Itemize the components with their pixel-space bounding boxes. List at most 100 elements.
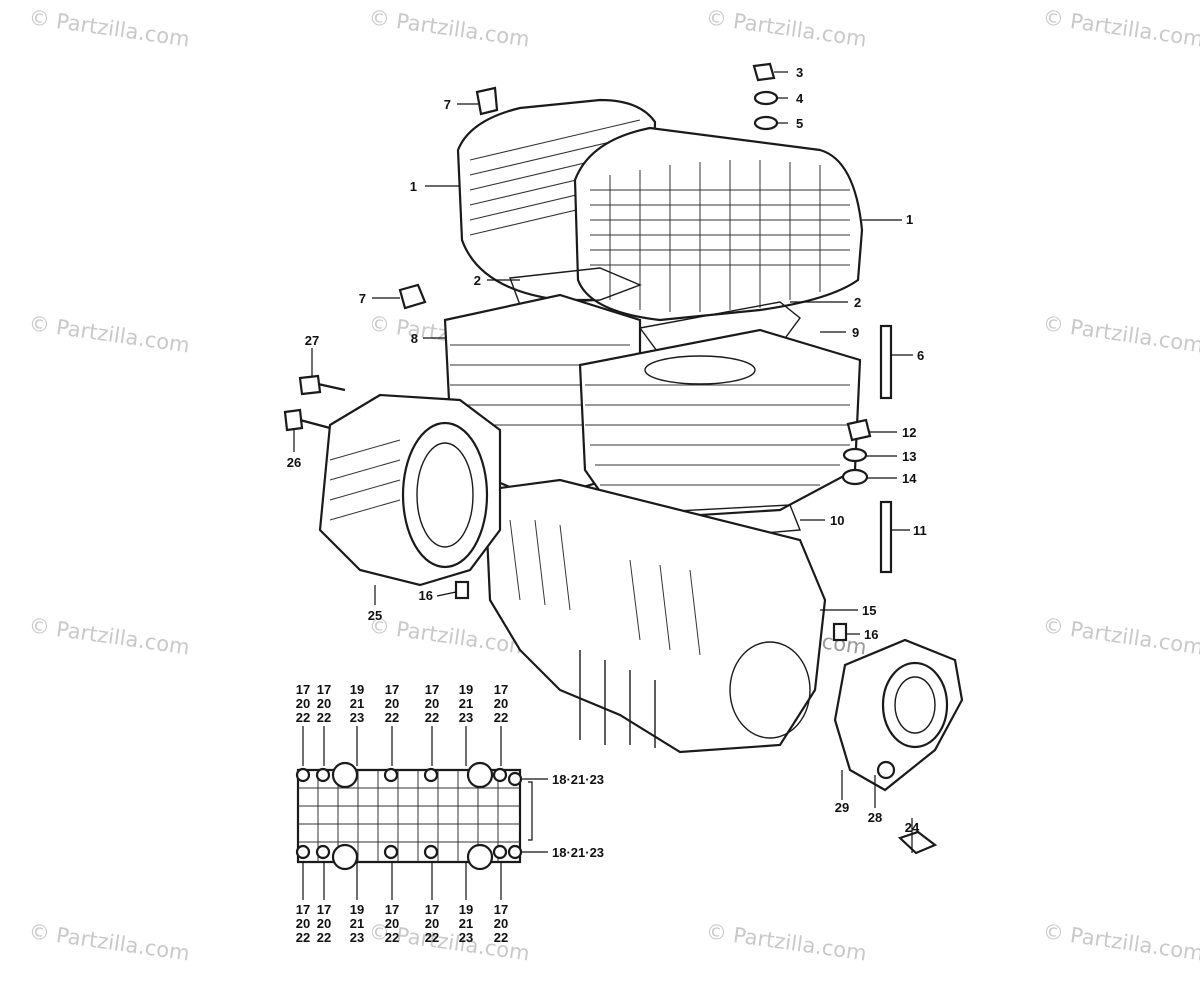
- bolt-callout-number: 17: [494, 682, 508, 697]
- washer-5: [753, 115, 779, 131]
- watermark: © Partzilla.com: [1041, 919, 1200, 965]
- callout-label: 4: [796, 91, 804, 106]
- bolt-callout-number: 22: [317, 930, 331, 945]
- callout-label: 5: [796, 116, 803, 131]
- plug-cap-7: [475, 86, 499, 116]
- bolt-callout-number: 22: [494, 710, 508, 725]
- callout-label: 7: [359, 291, 366, 306]
- bolt-callout-number: 21: [459, 916, 473, 931]
- callout-label: 11: [913, 523, 927, 538]
- bolt-callout-number: 22: [317, 710, 331, 725]
- watermark: © Partzilla.com: [1041, 311, 1200, 357]
- bolt-callout-number: 22: [425, 930, 439, 945]
- bolt-26: [283, 408, 331, 432]
- callout-label: 26: [287, 455, 301, 470]
- bolt-callout-number: 17: [385, 682, 399, 697]
- nut-12: [846, 418, 872, 442]
- watermark: © Partzilla.com: [1041, 5, 1200, 51]
- bolt-callout-groups: 1720221720221921231720221720221921231720…: [296, 682, 508, 945]
- callout-label: 18·21·23: [552, 845, 604, 860]
- callout-label: 28: [868, 810, 882, 825]
- bolt-callout-number: 22: [296, 710, 310, 725]
- bolt-callout-number: 20: [494, 916, 508, 931]
- watermark: © Partzilla.com: [704, 919, 868, 965]
- bolt-callout-number: 19: [350, 682, 364, 697]
- bolt-callout-number: 23: [350, 930, 364, 945]
- crankcase-bolt-pattern: [295, 761, 533, 871]
- callout-label: 8: [411, 331, 418, 346]
- callout-label: 25: [368, 608, 382, 623]
- watermark: © Partzilla.com: [704, 5, 868, 51]
- screw-28: [876, 760, 896, 780]
- bolt-callout-number: 23: [350, 710, 364, 725]
- bolt-callout-number: 20: [494, 696, 508, 711]
- bolt-callout-number: 22: [494, 930, 508, 945]
- bolt-callout-number: 17: [317, 902, 331, 917]
- callout-label: 12: [902, 425, 916, 440]
- watermark: © Partzilla.com: [27, 311, 191, 357]
- bolt-callout-number: 20: [425, 696, 439, 711]
- watermark: © Partzilla.com: [1041, 613, 1200, 659]
- washer-14: [841, 468, 869, 486]
- callout-label: 13: [902, 449, 916, 464]
- crankcase: [483, 478, 827, 754]
- leader-lines: [293, 71, 913, 853]
- bolt-callout-number: 17: [317, 682, 331, 697]
- fan-housing: [318, 393, 502, 587]
- callout-label: 14: [902, 471, 917, 486]
- bolt-callout-number: 23: [459, 930, 473, 945]
- side-cover-plate: [833, 638, 964, 792]
- callout-label: 3: [796, 65, 803, 80]
- callout-label: 1: [906, 212, 913, 227]
- bolt-callout-number: 17: [296, 682, 310, 697]
- bolt-callout-number: 20: [296, 916, 310, 931]
- callout-label: 7: [444, 97, 451, 112]
- head-gasket-left: [509, 267, 642, 306]
- bolt-callout-number: 17: [385, 902, 399, 917]
- cylinder-right: [578, 328, 862, 522]
- bolt-callout-number: 17: [425, 902, 439, 917]
- stud-bolt-6: [879, 324, 893, 400]
- bolt-callout-number: 20: [385, 696, 399, 711]
- bolt-callout-number: 17: [494, 902, 508, 917]
- lock-washer-4: [753, 90, 779, 106]
- callout-label: 9: [852, 325, 859, 340]
- watermark: © Partzilla.com: [27, 613, 191, 659]
- bolt-callout-number: 20: [425, 916, 439, 931]
- bolt-callout-number: 21: [459, 696, 473, 711]
- bolt-callout-number: 23: [459, 710, 473, 725]
- plug-cap-7b: [398, 283, 427, 310]
- bolt-callout-number: 20: [385, 916, 399, 931]
- cylinder-head-right: [573, 126, 864, 322]
- bolt-callout-number: 21: [350, 916, 364, 931]
- lock-washer-13: [842, 447, 868, 463]
- bolt-callout-number: 21: [350, 696, 364, 711]
- callout-label: 6: [917, 348, 924, 363]
- callout-label: 24: [905, 820, 920, 835]
- nut-3: [752, 62, 776, 82]
- bolt-callout-number: 19: [350, 902, 364, 917]
- bolt-callout-number: 22: [296, 930, 310, 945]
- callout-label: 18·21·23: [552, 772, 604, 787]
- callout-label: 15: [862, 603, 876, 618]
- callout-label: 1: [410, 179, 417, 194]
- bolt-callout-number: 17: [296, 902, 310, 917]
- callout-label: 10: [830, 513, 844, 528]
- callout-labels: 1 1 2 2 3 4 5 6 7 7 8 9 10 11 12 13 14 1…: [287, 65, 927, 860]
- bolt-callout-number: 19: [459, 902, 473, 917]
- bolt-callout-number: 20: [317, 916, 331, 931]
- screw-24: [897, 830, 938, 855]
- dowel-pin-16b: [832, 622, 848, 642]
- callout-label: 2: [854, 295, 861, 310]
- watermark: © Partzilla.com: [27, 919, 191, 965]
- stud-bolt-11: [879, 500, 893, 574]
- bolt-27: [298, 374, 346, 396]
- bolt-callout-number: 20: [296, 696, 310, 711]
- callout-label: 2: [474, 273, 481, 288]
- callout-label: 27: [305, 333, 319, 348]
- watermark: © Partzilla.com: [27, 5, 191, 51]
- callout-label: 16: [864, 627, 878, 642]
- bolt-callout-number: 22: [425, 710, 439, 725]
